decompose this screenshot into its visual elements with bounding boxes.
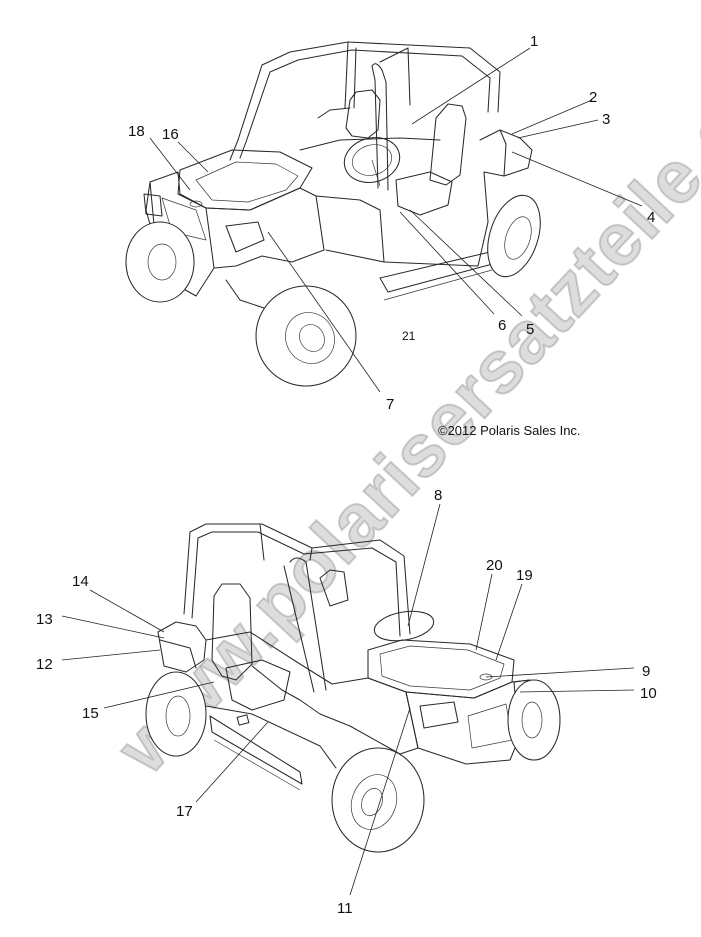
top-rear-right-tire — [487, 194, 541, 278]
top-rear-tire — [125, 221, 195, 303]
bottom-leader-lines — [61, 503, 635, 896]
bottom-rear-right-tire — [507, 679, 561, 761]
callout-8: 8 — [434, 487, 442, 504]
callout-16: 16 — [162, 126, 179, 143]
callout-19: 19 — [516, 567, 533, 584]
copyright-notice: ©2012 Polaris Sales Inc. — [438, 423, 581, 438]
callout-14: 14 — [72, 573, 89, 590]
bottom-vehicle-drawing — [145, 523, 561, 853]
callout-12: 12 — [36, 656, 53, 673]
callout-2: 2 — [589, 89, 597, 106]
callout-21: 21 — [402, 329, 416, 343]
callout-6: 6 — [498, 317, 506, 334]
top-leader-lines — [149, 47, 643, 393]
callout-10: 10 — [640, 685, 657, 702]
callout-9: 9 — [642, 663, 650, 680]
callout-5: 5 — [526, 321, 534, 338]
callout-1: 1 — [530, 33, 538, 50]
callout-17: 17 — [176, 803, 193, 820]
callout-18: 18 — [128, 123, 145, 140]
bottom-rear-left-tire — [145, 671, 207, 757]
callout-7: 7 — [386, 396, 394, 413]
bottom-front-tire — [331, 747, 425, 853]
top-vehicle-drawing — [125, 41, 541, 387]
callout-labels: 1 2 3 4 5 6 7 16 18 21 8 19 20 9 10 11 1… — [36, 33, 657, 917]
callout-11: 11 — [337, 900, 353, 917]
callout-15: 15 — [82, 705, 99, 722]
callout-13: 13 — [36, 611, 53, 628]
callout-3: 3 — [602, 111, 610, 128]
callout-4: 4 — [647, 209, 655, 226]
callout-20: 20 — [486, 557, 503, 574]
